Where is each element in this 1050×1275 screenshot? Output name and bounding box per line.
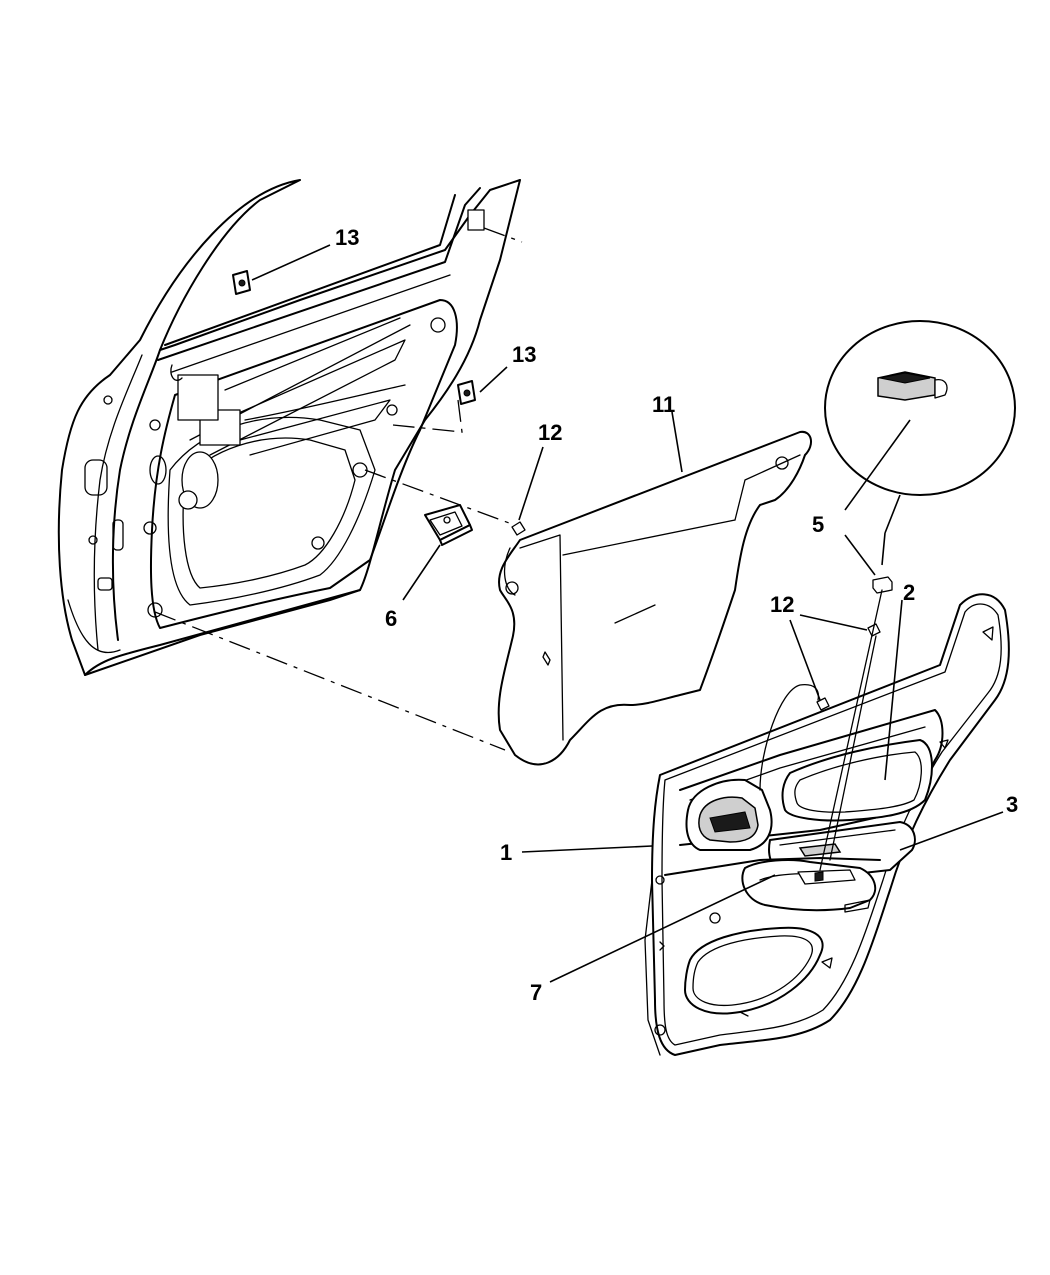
screws-12-right: 12 xyxy=(770,592,881,711)
callout-2: 2 xyxy=(903,580,915,605)
clip-13-lower: 13 xyxy=(392,342,536,433)
callout-3: 3 xyxy=(1006,792,1018,817)
callout-13-upper: 13 xyxy=(335,225,359,250)
callout-13-lower: 13 xyxy=(512,342,536,367)
callout-12-left: 12 xyxy=(538,420,562,445)
switch-5: 5 xyxy=(812,512,893,594)
screw-12-left: 12 xyxy=(511,420,562,536)
bracket-6: 6 xyxy=(364,469,521,631)
callout-7: 7 xyxy=(530,980,542,1005)
callout-5: 5 xyxy=(812,512,824,537)
callout-6: 6 xyxy=(385,606,397,631)
door-trim-panel-1 xyxy=(644,589,1010,1056)
callout-12-right: 12 xyxy=(770,592,794,617)
water-shield-11: 11 xyxy=(154,392,812,766)
door-frame xyxy=(57,179,521,676)
detail-circle-5 xyxy=(824,320,1016,566)
panel-callouts: 2 3 1 7 xyxy=(500,580,1018,1005)
clip-13-upper: 13 xyxy=(232,225,359,295)
callout-1: 1 xyxy=(500,840,512,865)
hinge-centerline xyxy=(483,227,523,243)
callout-11: 11 xyxy=(652,392,675,417)
